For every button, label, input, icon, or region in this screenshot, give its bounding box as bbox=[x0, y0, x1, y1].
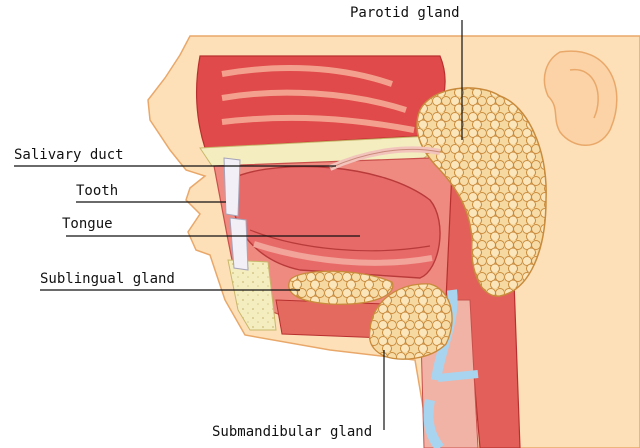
lower-tooth bbox=[229, 217, 249, 271]
label-salivary-duct: Salivary duct bbox=[14, 147, 124, 163]
label-tooth: Tooth bbox=[76, 183, 119, 199]
sublingual-gland bbox=[288, 270, 394, 305]
upper-tooth bbox=[223, 157, 241, 217]
lower-jaw bbox=[227, 259, 277, 331]
ear bbox=[543, 50, 618, 146]
label-tongue: Tongue bbox=[62, 216, 113, 232]
label-sublingual-gland: Sublingual gland bbox=[40, 271, 175, 287]
parotid-gland bbox=[416, 87, 547, 297]
label-submandibular-gland: Submandibular gland bbox=[212, 424, 373, 440]
submandibular-gland bbox=[368, 283, 453, 360]
label-parotid-gland: Parotid gland bbox=[350, 5, 460, 21]
